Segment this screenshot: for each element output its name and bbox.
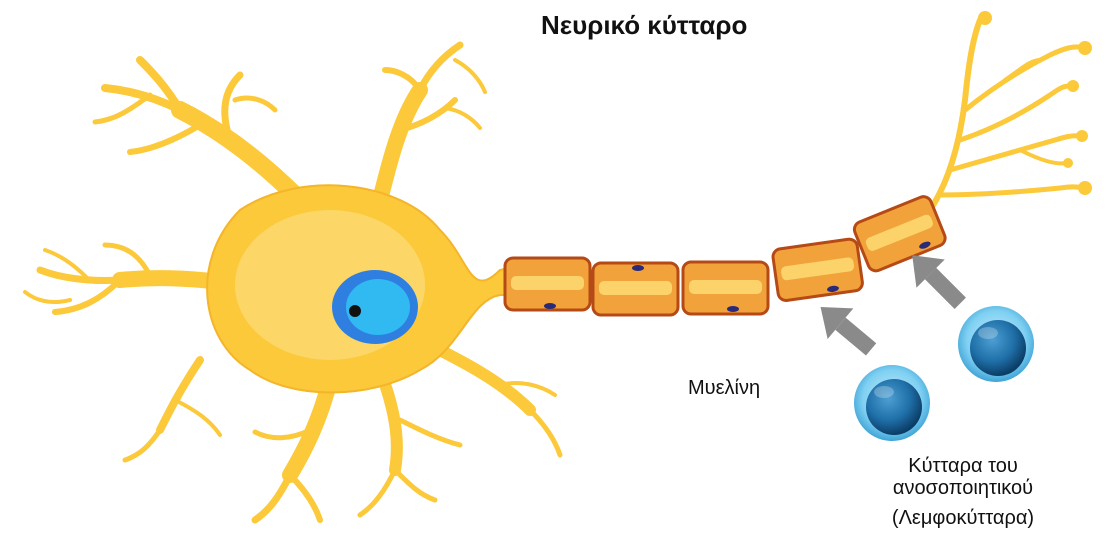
myelin-segment (683, 262, 768, 314)
immune-label-line-2: ανοσοποιητικού (868, 477, 1058, 499)
neuron-body (25, 45, 560, 520)
lymphocyte-icon (958, 306, 1034, 382)
immune-label-line-1: Κύτταρα του (868, 455, 1058, 477)
lymphocyte-icon (854, 365, 930, 441)
arrow-up-right-icon (808, 292, 884, 365)
myelin-segment (593, 263, 678, 315)
myelin-segment (772, 238, 863, 301)
immune-cells-label: Κύτταρα του ανοσοποιητικού (Λεμφοκύτταρα… (868, 455, 1058, 529)
diagram-title: Νευρικό κύτταρο (541, 10, 747, 41)
axon-terminals (930, 11, 1092, 210)
immune-label-line-3: (Λεμφοκύτταρα) (868, 507, 1058, 529)
myelin-sheath (505, 194, 948, 315)
nucleus (332, 270, 418, 344)
myelin-label: Μυελίνη (688, 377, 760, 400)
myelin-segment (505, 258, 590, 310)
